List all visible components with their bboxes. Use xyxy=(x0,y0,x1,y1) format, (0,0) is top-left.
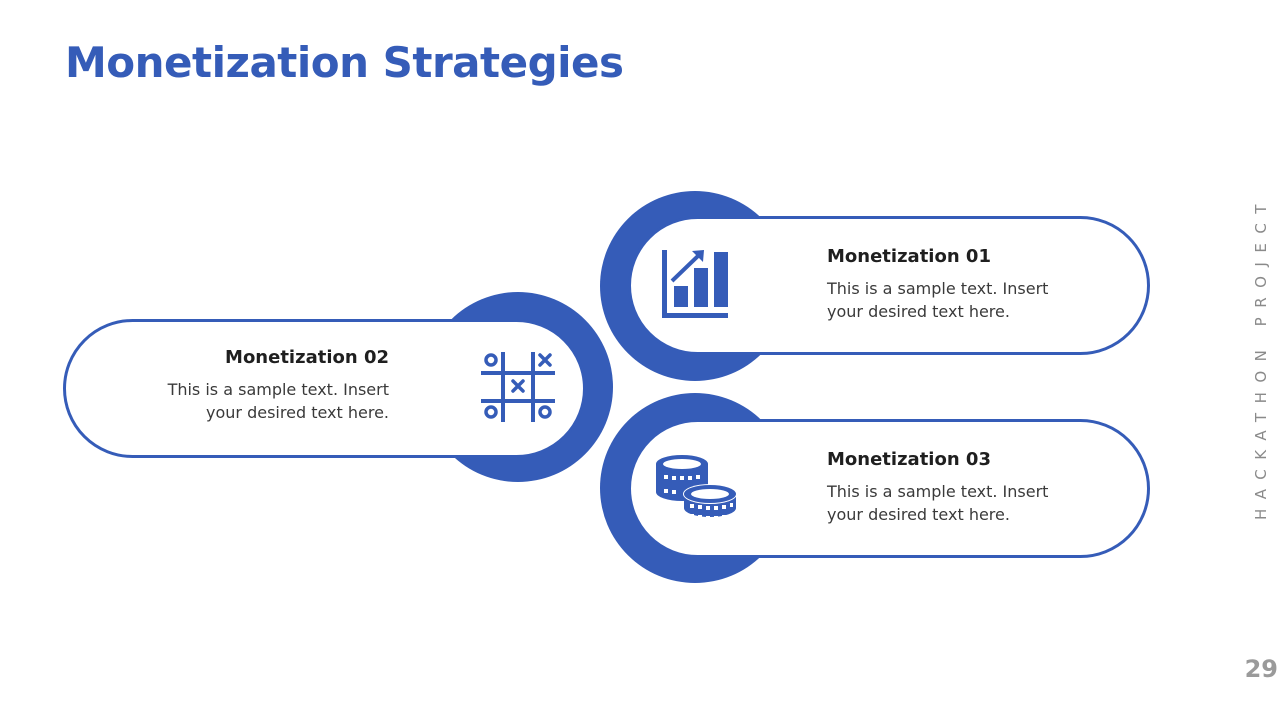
slide-title: Monetization Strategies xyxy=(65,38,624,87)
card-01-body: This is a sample text. Insert your desir… xyxy=(827,279,1049,321)
card-03-text: Monetization 03 This is a sample text. I… xyxy=(827,449,1087,526)
card-03-heading: Monetization 03 xyxy=(827,449,991,470)
bar-chart-growth-icon xyxy=(656,246,732,322)
card-01-text: Monetization 01 This is a sample text. I… xyxy=(827,246,1087,323)
card-02-pill xyxy=(63,319,586,458)
card-01-heading: Monetization 01 xyxy=(827,246,991,267)
card-02-body: This is a sample text. Insert your desir… xyxy=(167,380,389,422)
side-label: HACKATHON PROJECT xyxy=(1252,195,1270,520)
card-02-heading: Monetization 02 xyxy=(225,347,389,368)
tic-tac-toe-icon xyxy=(479,350,557,424)
coin-stacks-icon xyxy=(654,452,738,524)
page-number: 29 xyxy=(1244,655,1278,683)
card-02-text: Monetization 02 This is a sample text. I… xyxy=(129,347,389,424)
card-03-body: This is a sample text. Insert your desir… xyxy=(827,482,1049,524)
